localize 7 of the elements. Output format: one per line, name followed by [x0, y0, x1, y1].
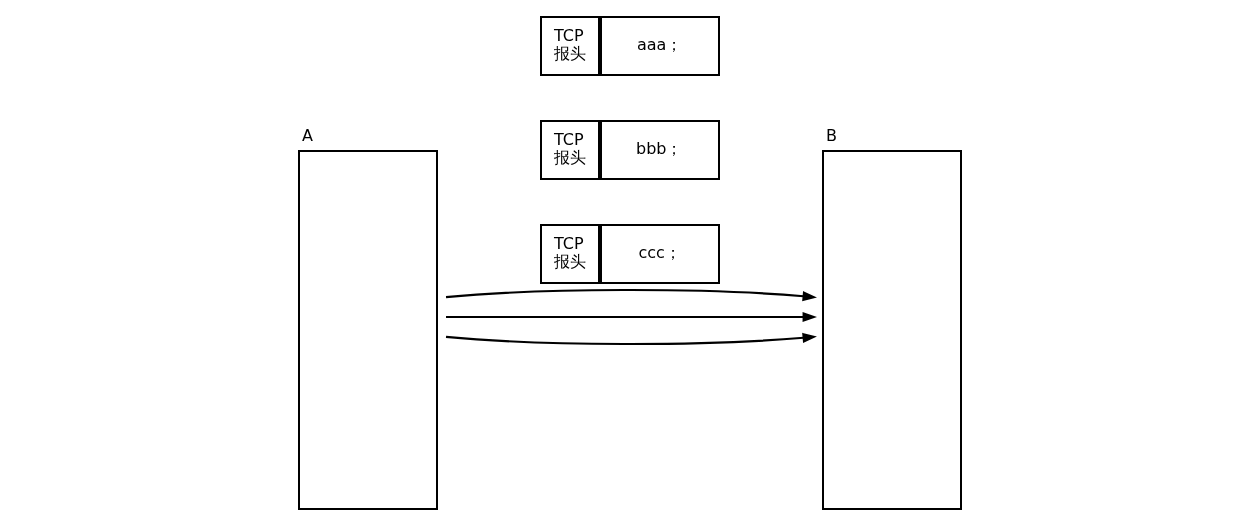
- arrow: [445, 288, 817, 302]
- node-box: [822, 150, 962, 510]
- node-label: B: [826, 125, 837, 145]
- arrow: [445, 332, 817, 346]
- arrow: [446, 311, 817, 323]
- node-box: [298, 150, 438, 510]
- node-label: A: [302, 125, 313, 145]
